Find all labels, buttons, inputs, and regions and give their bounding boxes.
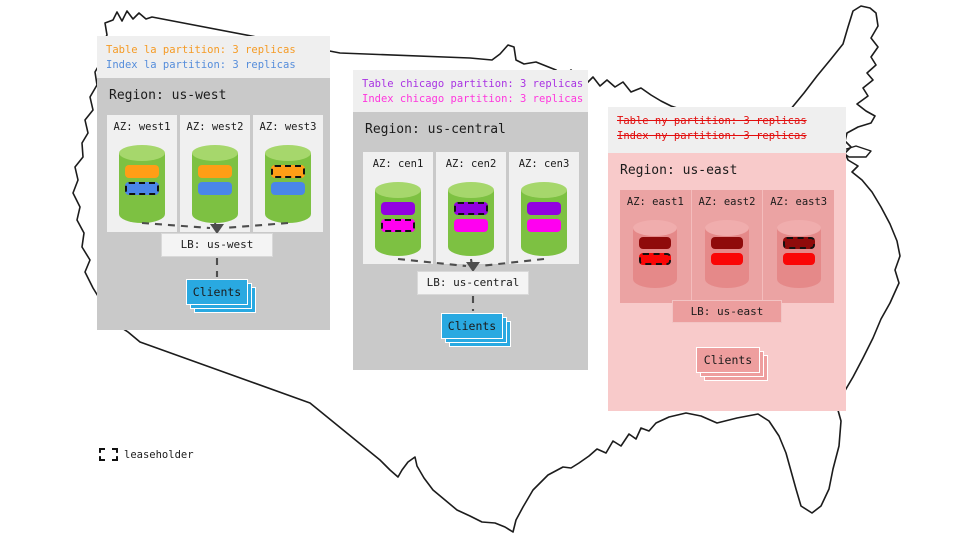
load-balancer-us-west: LB: us-west [161,233,273,257]
database-cylinder [375,182,421,256]
database-cylinder [521,182,567,256]
replica-bar-table [527,202,561,215]
az-box-cen2: AZ: cen2 [436,152,506,264]
az-label: AZ: west3 [259,121,317,133]
replica-bar-table [125,165,159,178]
region-us-west: Region: us-west AZ: west1 AZ: west2 AZ: … [97,78,330,330]
database-cylinder [265,145,311,223]
replica-bar-table [381,202,415,215]
cylinder-top [265,145,311,161]
replica-bar-index [711,253,743,265]
replica-bar-index [454,219,488,232]
legend-line-table-chicago: Table chicago partition: 3 replicas [362,78,584,90]
replica-bar-index-leaseholder [639,253,672,265]
cylinder-top [375,182,421,198]
replica-bar-index [198,182,232,195]
region-title: Region: us-central [365,122,506,137]
az-label: AZ: east1 [626,196,684,208]
region-us-east: Region: us-east AZ: east1 AZ: east2 [608,153,846,411]
region-title: Region: us-west [109,88,227,103]
az-label: AZ: east3 [770,196,828,208]
cylinder-top [705,220,749,236]
legend-line-index-chicago: Index chicago partition: 3 replicas [362,93,584,105]
database-cylinder [633,220,678,288]
az-label: AZ: cen3 [518,158,570,170]
replica-bar-index-leaseholder [381,219,415,232]
az-group-us-east: AZ: east1 AZ: east2 AZ: east3 [620,190,834,303]
leaseholder-key: leaseholder [99,448,194,461]
database-cylinder [776,220,821,288]
replica-bar-table [198,165,232,178]
cylinder-top [776,220,821,236]
database-cylinder [119,145,165,223]
cylinder-top [633,220,678,236]
az-label: AZ: west1 [113,121,171,133]
replica-bar-index [782,253,815,265]
cylinder-top [448,182,494,198]
replica-bar-index [271,182,305,195]
region-us-central: Region: us-central AZ: cen1 AZ: cen2 AZ:… [353,112,588,370]
partition-legend-us-east: Table ny partition: 3 replicas Index ny … [608,107,846,153]
az-box-west2: AZ: west2 [180,115,250,232]
cylinder-top [119,145,165,161]
cylinder-top [521,182,567,198]
database-cylinder [448,182,494,256]
replica-bar-table-leaseholder [782,237,815,249]
az-label: AZ: cen2 [445,158,497,170]
database-cylinder [192,145,238,223]
leaseholder-key-label: leaseholder [124,448,194,461]
load-balancer-us-east: LB: us-east [672,300,782,323]
legend-line-table-la: Table la partition: 3 replicas [106,44,296,56]
az-box-west3: AZ: west3 [253,115,323,232]
legend-line-table-ny-struck: Table ny partition: 3 replicas [617,115,807,127]
partition-legend-us-central: Table chicago partition: 3 replicas Inde… [353,70,588,112]
replica-bar-table-leaseholder [454,202,488,215]
partition-legend-us-west: Table la partition: 3 replicas Index la … [97,36,330,78]
az-label: AZ: cen1 [372,158,424,170]
replica-bar-index [527,219,561,232]
az-box-cen1: AZ: cen1 [363,152,433,264]
replica-bar-table [711,237,743,249]
clients-stack-us-east: Clients [696,347,768,381]
replica-bar-index-leaseholder [125,182,159,195]
az-box-east3: AZ: east3 [763,190,834,303]
az-label: AZ: west2 [186,121,244,133]
region-title: Region: us-east [620,163,738,178]
leaseholder-swatch-icon [99,448,118,461]
cylinder-top [192,145,238,161]
clients-card: Clients [441,313,503,339]
clients-card: Clients [696,347,760,373]
replica-bar-table-leaseholder [271,165,305,178]
replica-bar-table [639,237,672,249]
az-box-cen3: AZ: cen3 [509,152,579,264]
clients-card: Clients [186,279,248,305]
clients-stack-us-west: Clients [186,279,256,313]
az-box-west1: AZ: west1 [107,115,177,232]
az-box-east1: AZ: east1 [620,190,692,303]
legend-line-index-la: Index la partition: 3 replicas [106,59,296,71]
load-balancer-us-central: LB: us-central [417,271,529,295]
clients-stack-us-central: Clients [441,313,511,347]
database-cylinder [705,220,749,288]
map-long-island-path [839,145,872,158]
az-box-east2: AZ: east2 [692,190,764,303]
legend-line-index-ny-struck: Index ny partition: 3 replicas [617,130,807,142]
az-label: AZ: east2 [698,196,756,208]
